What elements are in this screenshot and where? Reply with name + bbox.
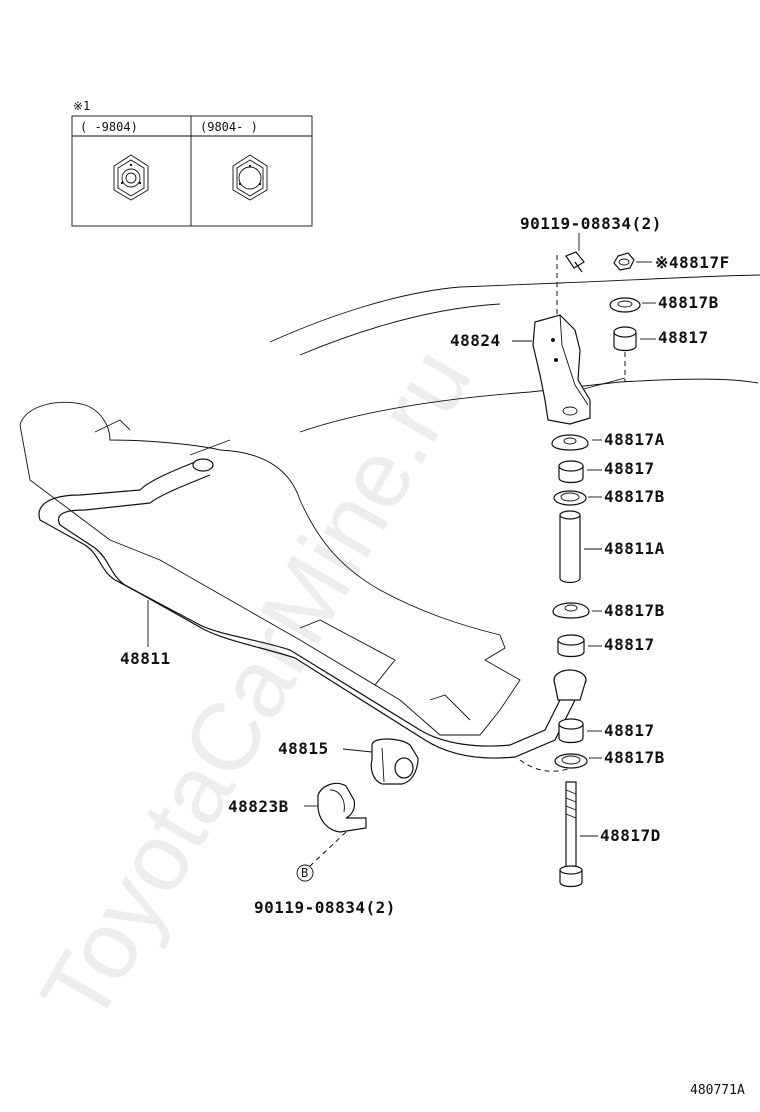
- label-bushing-4: 48817: [604, 721, 655, 740]
- stabilizer-bar: [38, 439, 587, 759]
- bushing-4-icon: [558, 718, 584, 744]
- retainer-b-4-icon: [554, 753, 588, 769]
- label-retainer-a: 48817A: [604, 430, 665, 449]
- label-retainer-b-3: 48817B: [604, 601, 665, 620]
- bushing-top-icon: [613, 326, 637, 352]
- label-retainer-b-4: 48817B: [604, 748, 665, 767]
- svg-text:B: B: [301, 866, 308, 880]
- watermark: ToyotaCarMine.ru: [21, 331, 492, 1041]
- label-bushing-3: 48817: [604, 635, 655, 654]
- bushing-3-icon: [557, 634, 585, 658]
- nut-f-icon: [613, 252, 635, 271]
- bracket-48823b-icon: [317, 782, 367, 833]
- label-bolt-top: 90119-08834(2): [520, 214, 662, 233]
- retainer-a-icon: [551, 434, 589, 451]
- inset-col2-header: (9804- ): [200, 120, 258, 134]
- label-bolt-bottom: 90119-08834(2): [254, 898, 396, 917]
- bracket-48824-icon: [532, 314, 591, 425]
- collar-icon: [559, 510, 581, 584]
- frame-outline: [269, 274, 760, 433]
- bolt-d-icon: [559, 781, 583, 888]
- retainer-b-3-icon: [552, 602, 590, 619]
- label-bushing-top: 48817: [658, 328, 709, 347]
- inset-col1-header: ( -9804): [80, 120, 138, 134]
- label-bracket: 48824: [450, 331, 501, 350]
- inset-table: ※1 ( -9804) (9804- ): [71, 99, 313, 227]
- retainer-b-top-icon: [609, 297, 641, 313]
- nut-old-icon: [113, 154, 149, 201]
- bolt-top-icon: [565, 251, 585, 273]
- ref-b-marker: B: [296, 864, 314, 882]
- label-bracket-b: 48823B: [228, 797, 289, 816]
- bar-bushing-icon: [370, 738, 419, 785]
- engine-outline: [19, 402, 521, 736]
- retainer-b-2-icon: [553, 490, 587, 506]
- nut-new-icon: [232, 154, 268, 201]
- bushing-2-icon: [558, 460, 584, 484]
- figure-number: 480771A: [690, 1083, 745, 1098]
- label-retainer-b-top: 48817B: [658, 293, 719, 312]
- label-stabilizer-bar: 48811: [120, 649, 171, 668]
- label-collar: 48811A: [604, 539, 665, 558]
- label-nut-f: ※48817F: [655, 253, 730, 272]
- inset-marker: ※1: [73, 99, 90, 113]
- label-retainer-b-2: 48817B: [604, 487, 665, 506]
- label-bolt-d: 48817D: [600, 826, 661, 845]
- label-bar-bushing: 48815: [278, 739, 329, 758]
- label-bushing-2: 48817: [604, 459, 655, 478]
